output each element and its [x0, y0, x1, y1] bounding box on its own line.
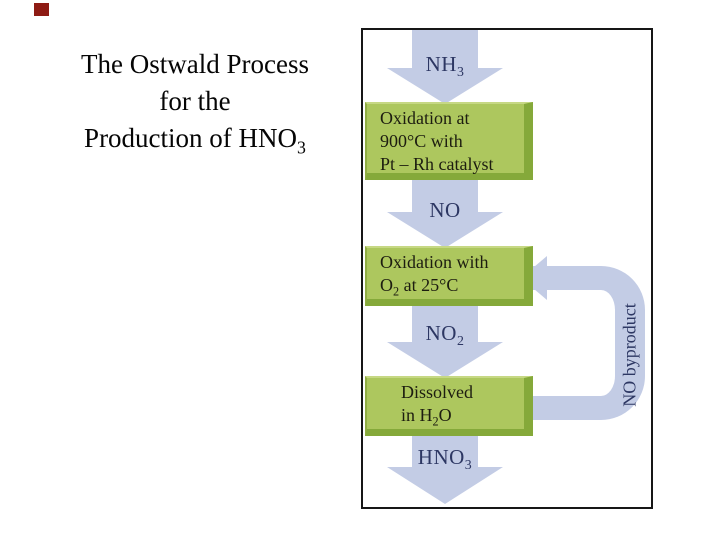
- label-no2-base: NO: [425, 321, 457, 345]
- step3-line-2-pre: in H: [401, 405, 433, 425]
- label-no-base: NO: [429, 198, 461, 222]
- label-no: NO: [387, 198, 503, 223]
- label-no2: NO2: [387, 321, 503, 349]
- step3-line-2-sub: 2: [432, 414, 439, 429]
- step2-line-1: Oxidation with: [380, 252, 489, 272]
- label-hno3: HNO3: [387, 445, 503, 473]
- label-no2-sub: 2: [456, 333, 465, 349]
- step2-line-2-post: at 25°C: [399, 275, 459, 295]
- recycle-label: NO byproduct: [620, 303, 641, 406]
- step1-line-2: 900°C with: [380, 131, 463, 151]
- title-line-3: Production of HNO3: [30, 120, 360, 157]
- flowchart-frame: NO byproduct NH3 NO NO2 HNO3 Oxidation a…: [361, 28, 653, 509]
- label-hno3-sub: 3: [464, 457, 473, 473]
- step-box-dissolved: Dissolved in H2O: [365, 376, 533, 436]
- title-line-3-text: Production of HNO: [84, 123, 298, 153]
- step3-line-2-post: O: [438, 405, 452, 425]
- label-hno3-base: HNO: [417, 445, 465, 469]
- title-line-3-subscript: 3: [297, 137, 306, 158]
- label-nh3: NH3: [387, 52, 503, 80]
- step2-line-2: O2 at 25°C: [380, 274, 524, 299]
- title-line-2: for the: [159, 86, 231, 116]
- recycle-label-text: NO byproduct: [619, 303, 640, 407]
- step3-line-2: in H2O: [401, 404, 524, 429]
- step1-line-3: Pt – Rh catalyst: [380, 154, 494, 174]
- label-nh3-sub: 3: [456, 64, 465, 80]
- label-nh3-base: NH: [425, 52, 457, 76]
- accent-square: [34, 3, 49, 16]
- step2-line-2-pre: O: [380, 275, 393, 295]
- step-box-oxidation-900: Oxidation at 900°C with Pt – Rh catalyst: [365, 102, 533, 180]
- slide-title: The Ostwald Process for the Production o…: [30, 46, 360, 157]
- step2-line-2-sub: 2: [393, 284, 400, 299]
- title-line-1: The Ostwald Process: [81, 49, 309, 79]
- step1-line-1: Oxidation at: [380, 108, 470, 128]
- step3-line-1: Dissolved: [401, 382, 473, 402]
- step-box-oxidation-25: Oxidation with O2 at 25°C: [365, 246, 533, 306]
